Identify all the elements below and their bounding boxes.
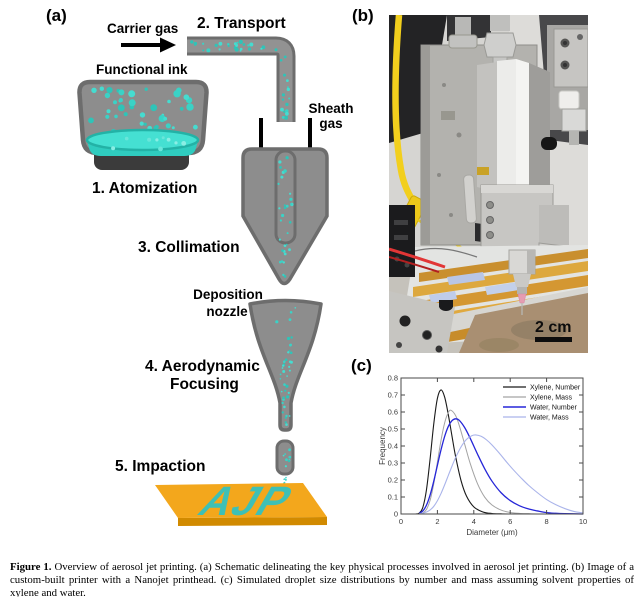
aerosol-cone-trail — [279, 243, 291, 278]
printer-photo: 2 cm — [389, 15, 588, 353]
deposition-nozzle-label-1: Deposition — [193, 287, 263, 302]
scale-bar-label: 2 cm — [535, 319, 571, 336]
x-tick-label: 10 — [579, 517, 587, 526]
scale-bar: 2 cm — [535, 319, 572, 342]
panel-c-label: (c) — [351, 356, 372, 375]
aerosol-in-collimator — [277, 156, 294, 241]
legend-label: Water, Mass — [530, 415, 569, 422]
y-tick-label: 0.7 — [388, 391, 398, 400]
caption-prefix: Figure 1. — [10, 560, 52, 573]
step2-label: 2. Transport — [197, 15, 286, 32]
x-tick-label: 2 — [435, 517, 439, 526]
x-tick-label: 8 — [545, 517, 549, 526]
sheath-gas-label-1: Sheath — [308, 101, 353, 116]
series-water-mass — [419, 434, 583, 515]
step3-label: 3. Collimation — [138, 239, 240, 256]
step4-label-1: 4. Aerodynamic — [145, 358, 260, 375]
chart-series — [415, 389, 583, 515]
deposition-nozzle-photo — [508, 249, 536, 315]
aerosol-spray — [283, 476, 287, 485]
red-wire — [389, 247, 446, 269]
y-tick-label: 0.8 — [388, 374, 398, 383]
ajp-schematic: AJP Carrier gas 2. Transport Functional … — [77, 15, 354, 526]
functional-ink-label: Functional ink — [96, 62, 188, 77]
deposition-nozzle-label-2: nozzle — [206, 304, 248, 319]
collimator-inner-tube — [274, 149, 297, 245]
carrier-gas-label: Carrier gas — [107, 21, 178, 36]
series-xylene-mass — [419, 409, 583, 515]
y-tick-label: 0.5 — [388, 425, 398, 434]
stage-plate — [389, 291, 455, 353]
panel-a-label: (a) — [46, 6, 67, 25]
aerosol-in-tube-vertical — [279, 55, 291, 120]
y-axis-label: Frequency — [378, 427, 387, 465]
y-tick-label: 0.4 — [388, 442, 398, 451]
ink-liquid — [85, 128, 200, 156]
caption-text: Overview of aerosol jet printing. (a) Sc… — [10, 560, 634, 597]
droplet-chart: 0 2 4 6 8 10 0 0.1 0.2 0.3 0.4 0.5 0.6 0.7 0.8Diameter… — [378, 374, 587, 537]
knob — [541, 137, 557, 150]
ink-bubbles — [111, 136, 187, 152]
x-tick-label: 4 — [472, 517, 476, 526]
carrier-gas-arrow-icon — [121, 37, 176, 53]
step1-label: 1. Atomization — [92, 180, 197, 197]
right-manifold — [547, 25, 588, 145]
printhead-wedge — [477, 59, 557, 196]
step4-label-2: Focusing — [170, 376, 239, 393]
legend-label: Water, Number — [530, 405, 577, 412]
series-xylene-number — [415, 389, 583, 515]
y-tick-label: 0.6 — [388, 408, 398, 417]
legend-label: Xylene, Number — [530, 385, 581, 392]
x-tick-label: 6 — [508, 517, 512, 526]
step5-label: 5. Impaction — [115, 458, 205, 475]
aerosol-mist — [88, 86, 198, 135]
printhead-body — [480, 184, 569, 254]
aerosol-in-tube — [190, 39, 278, 53]
aerosol-in-impactor — [282, 448, 292, 468]
figure-caption: Figure 1. Overview of aerosol jet printi… — [10, 561, 634, 597]
spring-clip — [463, 174, 477, 224]
series-water-number — [418, 418, 583, 515]
panel-b-label: (b) — [352, 6, 374, 25]
x-axis-label: Diameter (μm) — [466, 528, 518, 537]
aerosol-in-funnel — [275, 307, 297, 426]
sheath-gas-label-2: gas — [319, 116, 342, 131]
y-tick-label: 0 — [394, 510, 398, 519]
legend-label: Xylene, Mass — [530, 395, 573, 402]
x-tick-label: 0 — [399, 517, 403, 526]
y-tick-label: 0.2 — [388, 476, 398, 485]
bracket-and-wires — [389, 205, 478, 277]
y-tick-label: 0.1 — [388, 493, 398, 502]
focusing-funnel — [248, 298, 323, 432]
substrate: AJP — [155, 479, 327, 526]
pink-nozzle-tip — [517, 293, 527, 304]
y-tick-label: 0.3 — [388, 459, 398, 468]
